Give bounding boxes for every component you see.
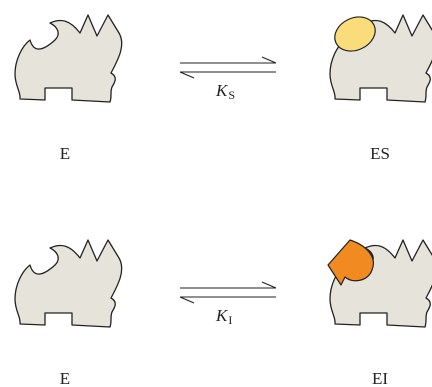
reaction-row-inhibitor: KI E EI (15, 240, 432, 387)
reverse-arrow-head (180, 72, 194, 78)
reaction-row-substrate: KS E ES (15, 11, 432, 163)
constant-symbol: K (215, 81, 229, 100)
dissociation-constant: KS (215, 81, 235, 102)
forward-arrow-head (262, 282, 276, 288)
constant-symbol: K (215, 306, 229, 325)
forward-arrow-head (262, 57, 276, 63)
dissociation-constant: KI (215, 306, 232, 327)
enzyme-label: E (60, 144, 70, 163)
reverse-arrow-head (180, 297, 194, 303)
complex-label: EI (372, 369, 388, 387)
enzyme-free-shape (15, 240, 122, 327)
constant-subscript: I (228, 313, 232, 327)
constant-subscript: S (228, 88, 235, 102)
complex-label: ES (370, 144, 390, 163)
equilibrium-arrows (180, 57, 276, 78)
enzyme-free-shape (15, 15, 122, 102)
equilibrium-arrows (180, 282, 276, 303)
enzyme-label: E (60, 369, 70, 387)
